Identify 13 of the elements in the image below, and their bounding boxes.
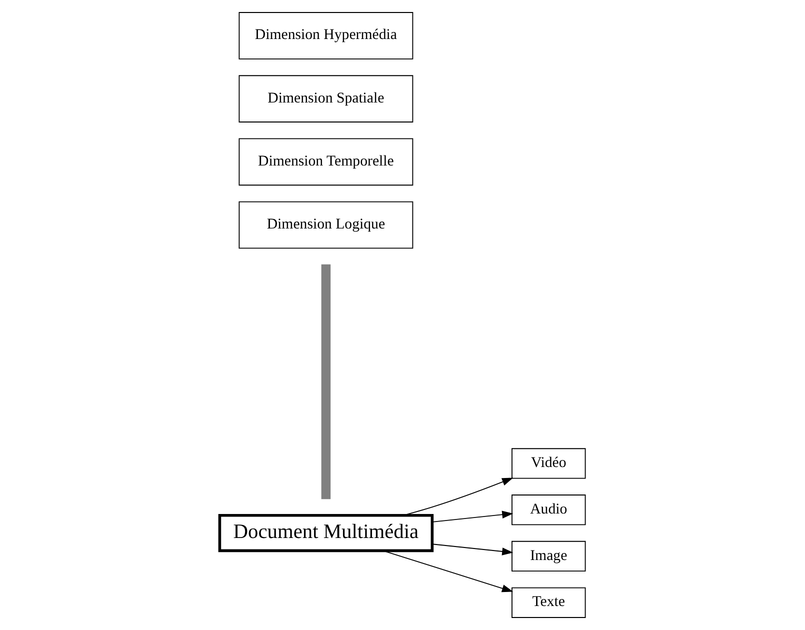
arrow: [402, 478, 514, 516]
node-box: Document Multimédia: [218, 514, 434, 552]
node-box: Texte: [512, 587, 586, 618]
node-box: Vidéo: [512, 448, 586, 479]
arrow: [432, 510, 514, 522]
node-box: Dimension Logique: [238, 201, 414, 249]
arrow: [432, 544, 514, 556]
node-box: Dimension Temporelle: [238, 138, 414, 186]
node-bar: [321, 264, 331, 500]
node-box: Dimension Spatiale: [238, 75, 414, 122]
node-box: Image: [512, 540, 586, 572]
node-box: Dimension Hypermédia: [238, 12, 414, 60]
node-box: Audio: [512, 494, 586, 526]
